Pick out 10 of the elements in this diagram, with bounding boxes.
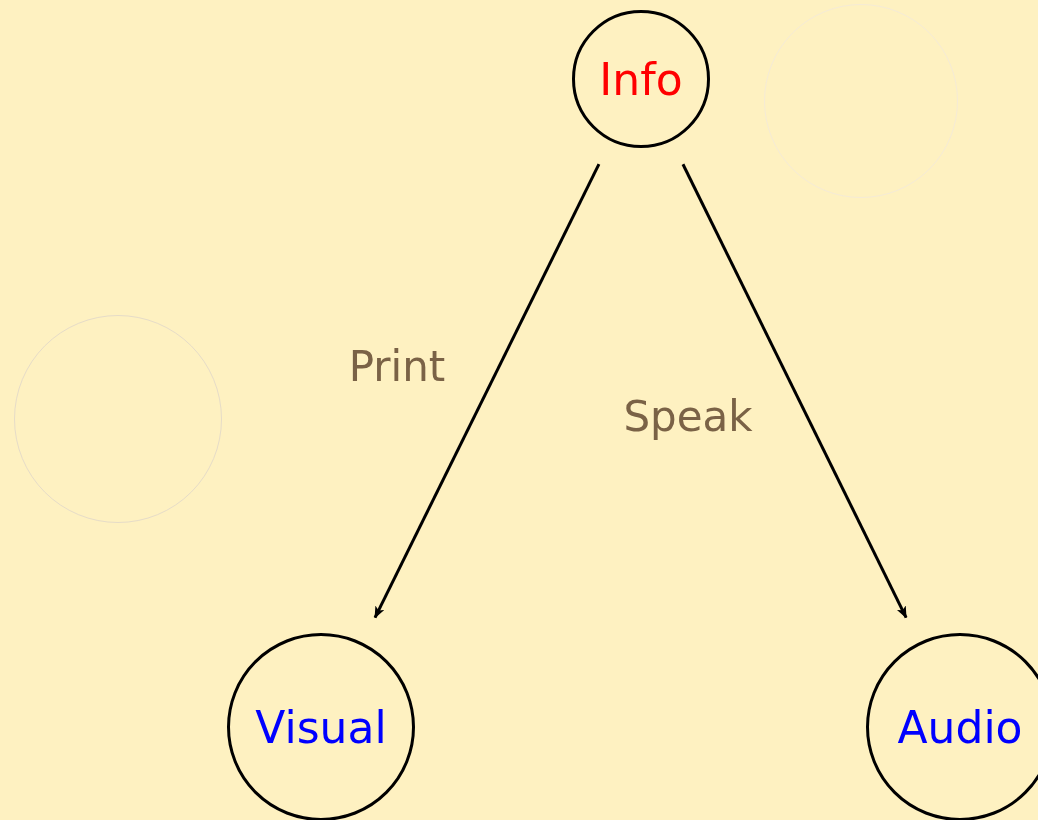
node-label: Visual: [255, 701, 387, 753]
edge-label: Speak: [623, 391, 753, 441]
node-label: Audio: [897, 701, 1023, 753]
node-circle: [866, 633, 1038, 820]
arrow: [681, 163, 908, 619]
node-circle: [572, 10, 710, 148]
node-label: Info: [599, 53, 683, 105]
node-circle: [227, 633, 415, 820]
arrow: [373, 163, 601, 619]
edge-label: Print: [348, 341, 446, 391]
